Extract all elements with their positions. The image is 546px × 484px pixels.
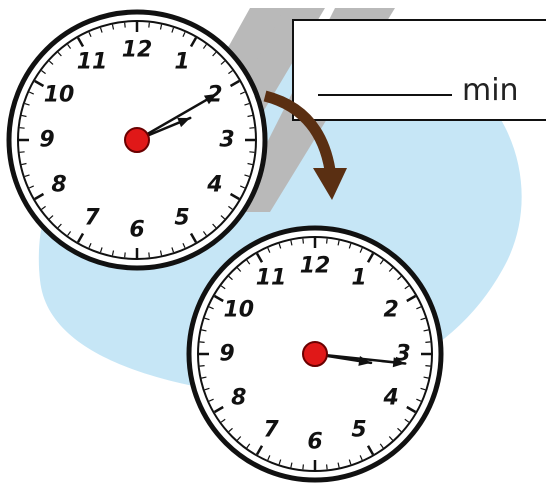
clock-number: 2: [384, 298, 399, 323]
clock-number: 4: [383, 386, 399, 411]
clock-number: 11: [256, 265, 287, 290]
clock-number: 7: [263, 418, 279, 443]
clock-number: 5: [351, 418, 366, 443]
minute-tick: [125, 252, 126, 257]
minute-tick: [425, 342, 430, 343]
clock-number: 6: [307, 430, 322, 455]
minute-tick: [20, 128, 25, 129]
minute-tick: [327, 239, 328, 244]
answer-box[interactable]: min: [293, 20, 546, 120]
minute-tick: [149, 252, 150, 257]
minute-tick: [200, 342, 205, 343]
unit-label: min: [462, 73, 519, 108]
clock-number: 10: [223, 298, 254, 323]
clock-number: 1: [351, 265, 366, 290]
clock-number: 7: [84, 205, 100, 230]
clock-number: 10: [44, 83, 75, 108]
clock-number: 1: [174, 50, 189, 75]
minute-tick: [327, 464, 328, 469]
minute-tick: [200, 366, 205, 367]
clock-number: 12: [122, 38, 153, 63]
clock-number: 11: [77, 50, 108, 75]
minute-tick: [303, 464, 304, 469]
clock-number: 8: [231, 386, 246, 411]
minute-tick: [303, 239, 304, 244]
minute-tick: [425, 366, 430, 367]
minute-tick: [249, 152, 254, 153]
clock-hub: [303, 342, 327, 366]
minute-tick: [20, 152, 25, 153]
clock-number: 12: [300, 254, 331, 279]
clock-number: 8: [51, 173, 66, 198]
minute-tick: [125, 23, 126, 28]
minute-tick: [149, 23, 150, 28]
clock-number: 9: [39, 128, 54, 153]
clock-number: 5: [174, 205, 189, 230]
clock-number: 4: [206, 173, 222, 198]
minute-tick: [249, 128, 254, 129]
clock-hub: [125, 128, 149, 152]
clock-number: 9: [219, 342, 234, 367]
clock-number: 6: [129, 218, 144, 243]
clock-number: 3: [219, 128, 234, 153]
